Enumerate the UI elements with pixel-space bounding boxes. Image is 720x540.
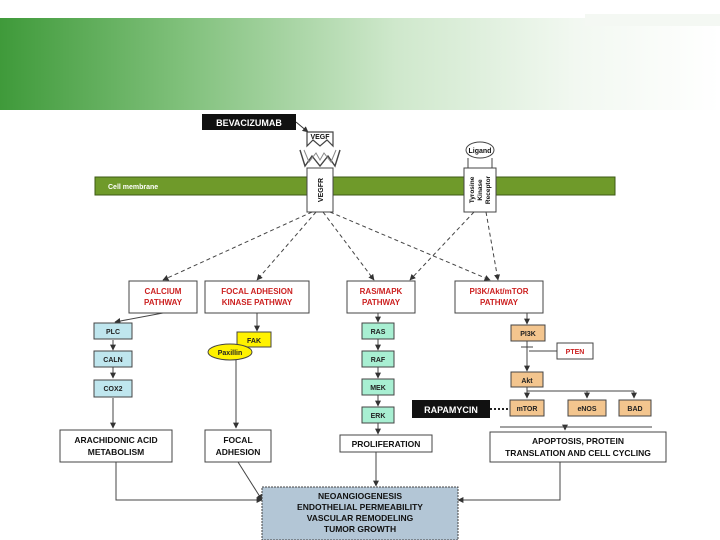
- focal-adhesion-box: [204, 429, 272, 463]
- ras-box: [361, 322, 395, 340]
- final-line-3: VASCULAR REMODELING: [307, 513, 414, 523]
- bad-box: [618, 399, 652, 417]
- paxillin-label: Paxillin: [218, 350, 243, 357]
- cell-membrane: [94, 176, 616, 196]
- pi3k-box: [510, 324, 546, 342]
- ras-pathway-box: [346, 280, 416, 314]
- final-line-1: NEOANGIOGENESIS: [318, 491, 402, 501]
- calcium-pathway-box: [128, 280, 198, 314]
- pten-box: [556, 342, 594, 360]
- bad-label: BAD: [627, 406, 642, 413]
- calcium-pathway-label-1: CALCIUM: [145, 287, 182, 296]
- apoptosis-label-1: APOPTOSIS, PROTEIN: [532, 436, 624, 446]
- rtk-receptor-cup: [467, 158, 493, 169]
- final-outcome-arrows: [115, 452, 561, 503]
- rtk-label-3: Receptor: [485, 175, 492, 204]
- rtk-label-2: Kinase: [477, 179, 484, 201]
- bevacizumab-arrow: [295, 121, 309, 133]
- enos-label: eNOS: [577, 406, 596, 413]
- banner-notch: [585, 14, 720, 26]
- akt-label: Akt: [521, 378, 533, 385]
- final-line-2: ENDOTHELIAL PERMEABILITY: [297, 502, 423, 512]
- erk-box: [361, 406, 395, 424]
- pi3k-column-arrows: [521, 313, 637, 431]
- arachidonic-label-2: METABOLISM: [88, 447, 145, 457]
- final-outcome-box: [261, 486, 459, 540]
- pi3k-pathway-box: [454, 280, 544, 314]
- fak-column-arrows: [233, 313, 260, 429]
- rapamycin-box: [412, 400, 490, 418]
- ras-label: RAS: [371, 329, 386, 336]
- caln-label: CALN: [103, 357, 122, 364]
- ras-pathway-label-1: RAS/MAPK: [360, 287, 403, 296]
- vegfr-receptor-top-shadow: [303, 149, 337, 163]
- pi3k-pathway-label-2: PATHWAY: [480, 298, 519, 307]
- vegfr-receptor-top: [299, 149, 341, 168]
- rtk-box: [463, 167, 497, 213]
- rapamycin-label: RAPAMYCIN: [424, 405, 478, 415]
- erk-label: ERK: [371, 413, 386, 420]
- fak-box: [236, 331, 272, 348]
- vegf-label: VEGF: [310, 134, 330, 141]
- arachidonic-box: [59, 429, 173, 463]
- apoptosis-label-2: TRANSLATION AND CELL CYCLING: [505, 448, 651, 458]
- fak-pathway-label-2: KINASE PATHWAY: [222, 298, 293, 307]
- pi3k-pathway-label-1: PI3K/Akt/mTOR: [470, 287, 529, 296]
- cell-membrane-label: Cell membrane: [108, 184, 158, 191]
- bevacizumab-box: [202, 114, 296, 130]
- vegf-ligand-shape: [306, 131, 334, 148]
- calcium-pathway-label-2: PATHWAY: [144, 298, 183, 307]
- proliferation-label: PROLIFERATION: [352, 439, 421, 449]
- header-banner: [0, 18, 720, 110]
- banner-top: [0, 0, 720, 18]
- calcium-column-arrows: [110, 312, 164, 429]
- ligand-ellipse: [465, 141, 495, 159]
- akt-box: [510, 371, 544, 388]
- enos-box: [567, 399, 607, 417]
- rtk-label-1: Tyrosine: [469, 176, 476, 203]
- plc-box: [93, 322, 133, 340]
- caln-box: [93, 350, 133, 368]
- focal-adhesion-label-2: ADHESION: [216, 447, 261, 457]
- mtor-label: mTOR: [517, 406, 538, 413]
- mek-box: [361, 378, 395, 396]
- arachidonic-label-1: ARACHIDONIC ACID: [74, 435, 157, 445]
- vegfr-box: [306, 167, 334, 213]
- plc-label: PLC: [106, 329, 120, 336]
- fak-pathway-box: [204, 280, 310, 314]
- fak-label: FAK: [247, 338, 261, 345]
- apoptosis-box: [489, 431, 667, 463]
- paxillin-ellipse: [207, 343, 253, 361]
- fak-pathway-label-1: FOCAL ADHESION: [221, 287, 293, 296]
- bevacizumab-label: BEVACIZUMAB: [216, 118, 282, 128]
- mek-label: MEK: [370, 385, 386, 392]
- raf-box: [361, 350, 395, 368]
- mtor-box: [509, 399, 545, 417]
- receptor-pathway-links: [162, 211, 501, 281]
- raf-label: RAF: [371, 357, 386, 364]
- ras-pathway-label-2: PATHWAY: [362, 298, 401, 307]
- final-line-4: TUMOR GROWTH: [324, 524, 396, 534]
- ligand-label: Ligand: [469, 148, 492, 155]
- pten-label: PTEN: [566, 349, 585, 356]
- cox2-label: COX2: [103, 386, 122, 393]
- vegfr-label: VEGFR: [318, 178, 325, 202]
- proliferation-box: [339, 434, 433, 453]
- focal-adhesion-label-1: FOCAL: [223, 435, 252, 445]
- cox2-box: [93, 379, 133, 398]
- pi3k-label: PI3K: [520, 331, 536, 338]
